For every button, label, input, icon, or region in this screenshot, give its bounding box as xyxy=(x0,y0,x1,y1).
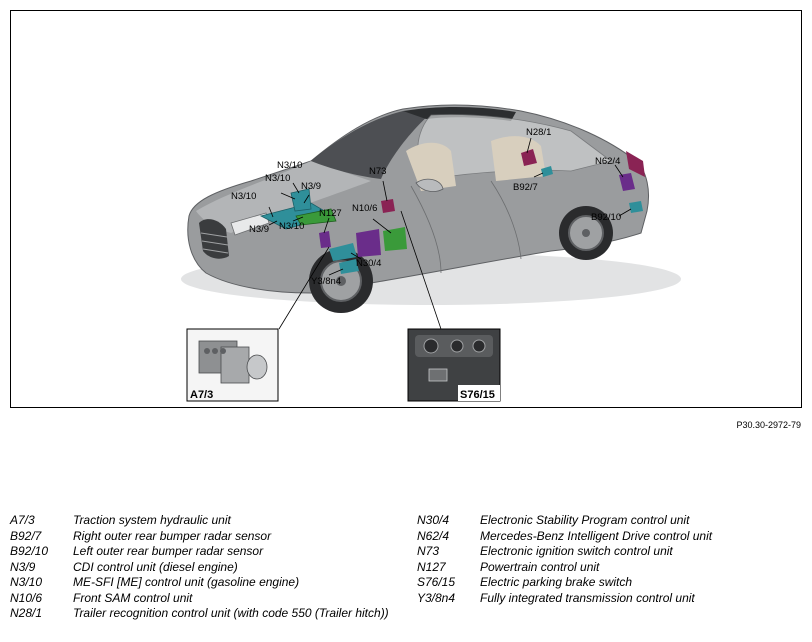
callout-n3-9-a: N3/9 xyxy=(301,181,321,192)
powertrain-unit xyxy=(319,231,331,248)
radar-left xyxy=(629,201,643,213)
callout-n62-4: N62/4 xyxy=(595,156,620,167)
car-illustration: N3/10 N3/10 N3/9 N3/10 N3/9 N3/10 N127 N… xyxy=(181,104,681,402)
legend-item: N28/1 Trailer recognition control unit (w… xyxy=(10,606,410,622)
legend-item: N62/4 Mercedes-Benz Intelligent Drive con… xyxy=(417,529,807,545)
legend-code: N62/4 xyxy=(417,528,450,543)
figure-reference: P30.30-2972-79 xyxy=(736,420,801,430)
callout-n73: N73 xyxy=(369,166,386,177)
hood xyxy=(196,161,371,233)
legend-item: N3/10 ME-SFI [ME] control unit (gasoline … xyxy=(10,575,410,591)
legend-code: N127 xyxy=(417,559,446,574)
callout-n3-10-b: N3/10 xyxy=(265,173,290,184)
callout-y3-8n4: Y3/8n4 xyxy=(311,276,341,287)
legend-desc: Right outer rear bumper radar sensor xyxy=(73,528,272,543)
legend-item: Y3/8n4 Fully integrated transmission cont… xyxy=(417,591,807,607)
legend-left: A7/3 Traction system hydraulic unit B92/7… xyxy=(10,513,410,622)
intelligent-drive-unit xyxy=(619,173,635,191)
legend-item: N10/6 Front SAM control unit xyxy=(10,591,410,607)
legend-desc: Traction system hydraulic unit xyxy=(73,513,231,527)
callout-b92-7: B92/7 xyxy=(513,182,538,193)
legend-item: N127 Powertrain control unit xyxy=(417,560,807,576)
legend-desc: Mercedes-Benz Intelligent Drive control … xyxy=(480,528,713,543)
callout-n127: N127 xyxy=(319,208,342,219)
windshield xyxy=(311,111,431,179)
callout-n3-10-a: N3/10 xyxy=(277,160,302,171)
front-seat xyxy=(406,142,456,191)
front-sam-unit-green xyxy=(383,227,407,251)
legend-desc: ME-SFI [ME] control unit (gasoline engin… xyxy=(73,575,300,589)
legend-right: N30/4 Electronic Stability Program contro… xyxy=(417,513,807,606)
legend-code: N28/1 xyxy=(10,606,43,620)
inset-label-s76-15: S76/15 xyxy=(460,389,495,401)
legend-item: B92/10 Left outer rear bumper radar senso… xyxy=(10,544,410,560)
legend-desc: Front SAM control unit xyxy=(73,590,193,605)
legend-desc: Powertrain control unit xyxy=(480,559,600,574)
leader-lines xyxy=(268,137,632,330)
rear-seat xyxy=(491,136,546,181)
component-location-figure: N3/10 N3/10 N3/9 N3/10 N3/9 N3/10 N127 N… xyxy=(10,10,802,408)
callout-n3-10-c: N3/10 xyxy=(231,191,256,202)
legend-item: S76/15 Electric parking brake switch xyxy=(417,575,807,591)
callout-n30-4: N30/4 xyxy=(356,258,381,269)
legend-code: Y3/8n4 xyxy=(417,590,456,605)
inset-label-a7-3: A7/3 xyxy=(190,389,213,401)
legend-code: N10/6 xyxy=(10,590,43,605)
radar-right xyxy=(541,166,553,177)
legend-item: N73 Electronic ignition switch control un… xyxy=(417,544,807,560)
rear-light xyxy=(626,151,645,177)
inset-traction-unit: A7/3 xyxy=(186,328,279,402)
legend-item: A7/3 Traction system hydraulic unit xyxy=(10,513,410,529)
legend-code: N3/9 xyxy=(10,559,36,574)
legend-code: B92/7 xyxy=(10,528,42,543)
engine-control-unit-green xyxy=(295,208,337,226)
legend-desc: Fully integrated transmission control un… xyxy=(480,590,695,605)
legend-code: A7/3 xyxy=(10,513,35,527)
legend-code: N73 xyxy=(417,544,440,558)
legend-desc: Electronic Stability Program control uni… xyxy=(480,513,690,527)
legend-desc: Electric parking brake switch xyxy=(480,575,633,589)
front-grille xyxy=(199,219,229,259)
callout-b92-10: B92/10 xyxy=(591,212,621,223)
inset-parking-brake-switch: S76/15 xyxy=(407,328,501,402)
legend-item: B92/7 Right outer rear bumper radar senso… xyxy=(10,529,410,545)
legend-code: B92/10 xyxy=(10,544,49,558)
side-mirror xyxy=(415,178,444,192)
legend-desc: Left outer rear bumper radar sensor xyxy=(73,544,264,558)
legend-desc: Electronic ignition switch control unit xyxy=(480,544,673,558)
callout-n3-10-d: N3/10 xyxy=(279,221,304,232)
front-sam-unit xyxy=(356,229,381,257)
esp-unit xyxy=(329,243,357,261)
headlight xyxy=(230,212,270,236)
legend-desc: CDI control unit (diesel engine) xyxy=(73,559,238,574)
ignition-switch-unit xyxy=(381,199,395,213)
legend-code: N30/4 xyxy=(417,513,450,527)
legend-code: S76/15 xyxy=(417,575,456,589)
rear-wheel xyxy=(559,206,613,260)
callout-n10-6: N10/6 xyxy=(352,203,377,214)
legend-item: N3/9 CDI control unit (diesel engine) xyxy=(10,560,410,576)
callouts: N3/10 N3/10 N3/9 N3/10 N3/9 N3/10 N127 N… xyxy=(231,127,621,287)
legend-item: N30/4 Electronic Stability Program contro… xyxy=(417,513,807,529)
callout-n28-1: N28/1 xyxy=(526,127,551,138)
engine-control-unit-upper xyxy=(290,188,312,212)
legend-code: N3/10 xyxy=(10,575,43,589)
transmission-unit xyxy=(339,259,359,274)
trailer-unit xyxy=(521,149,537,166)
legend-desc: Trailer recognition control unit (with c… xyxy=(73,606,389,620)
callout-n3-9-b: N3/9 xyxy=(249,224,269,235)
